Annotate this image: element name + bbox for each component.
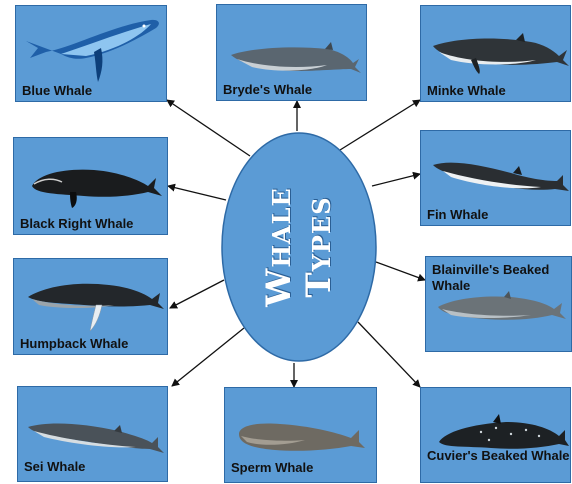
label-sperm-whale: Sperm Whale <box>231 460 313 476</box>
center-title: Whale Types <box>220 131 378 363</box>
card-blainvilles-beaked-whale: Blainville's Beaked Whale <box>425 256 572 352</box>
label-fin-whale: Fin Whale <box>427 207 488 223</box>
arrow-to-humpback-whale <box>170 280 224 308</box>
label-minke-whale: Minke Whale <box>427 83 506 99</box>
label-humpback-whale: Humpback Whale <box>20 336 128 352</box>
arrow-to-black-right-whale <box>168 186 226 200</box>
label-blainvilles-beaked-whale: Blainville's Beaked Whale <box>432 262 571 294</box>
label-blue-whale: Blue Whale <box>22 83 92 99</box>
card-sei-whale: Sei Whale <box>17 386 168 482</box>
label-cuviers-beaked-whale: Cuvier's Beaked Whale <box>427 448 570 464</box>
label-brydes-whale: Bryde's Whale <box>223 82 312 98</box>
card-black-right-whale: Black Right Whale <box>13 137 168 235</box>
center-node: Whale Types <box>220 131 378 363</box>
label-sei-whale: Sei Whale <box>24 459 85 475</box>
card-fin-whale: Fin Whale <box>420 130 571 226</box>
cuviers-beaked-whale-image <box>421 388 571 483</box>
card-humpback-whale: Humpback Whale <box>13 258 168 355</box>
card-brydes-whale: Bryde's Whale <box>216 4 367 101</box>
center-title-line2: Types <box>299 196 339 297</box>
card-minke-whale: Minke Whale <box>420 5 571 102</box>
label-black-right-whale: Black Right Whale <box>20 216 133 232</box>
card-blue-whale: Blue Whale <box>15 5 167 102</box>
center-title-line1: Whale <box>259 187 299 307</box>
arrow-to-fin-whale <box>372 174 420 186</box>
card-cuviers-beaked-whale: Cuvier's Beaked Whale <box>420 387 571 483</box>
card-sperm-whale: Sperm Whale <box>224 387 377 483</box>
arrow-to-blainvilles-beaked-whale <box>376 262 425 280</box>
